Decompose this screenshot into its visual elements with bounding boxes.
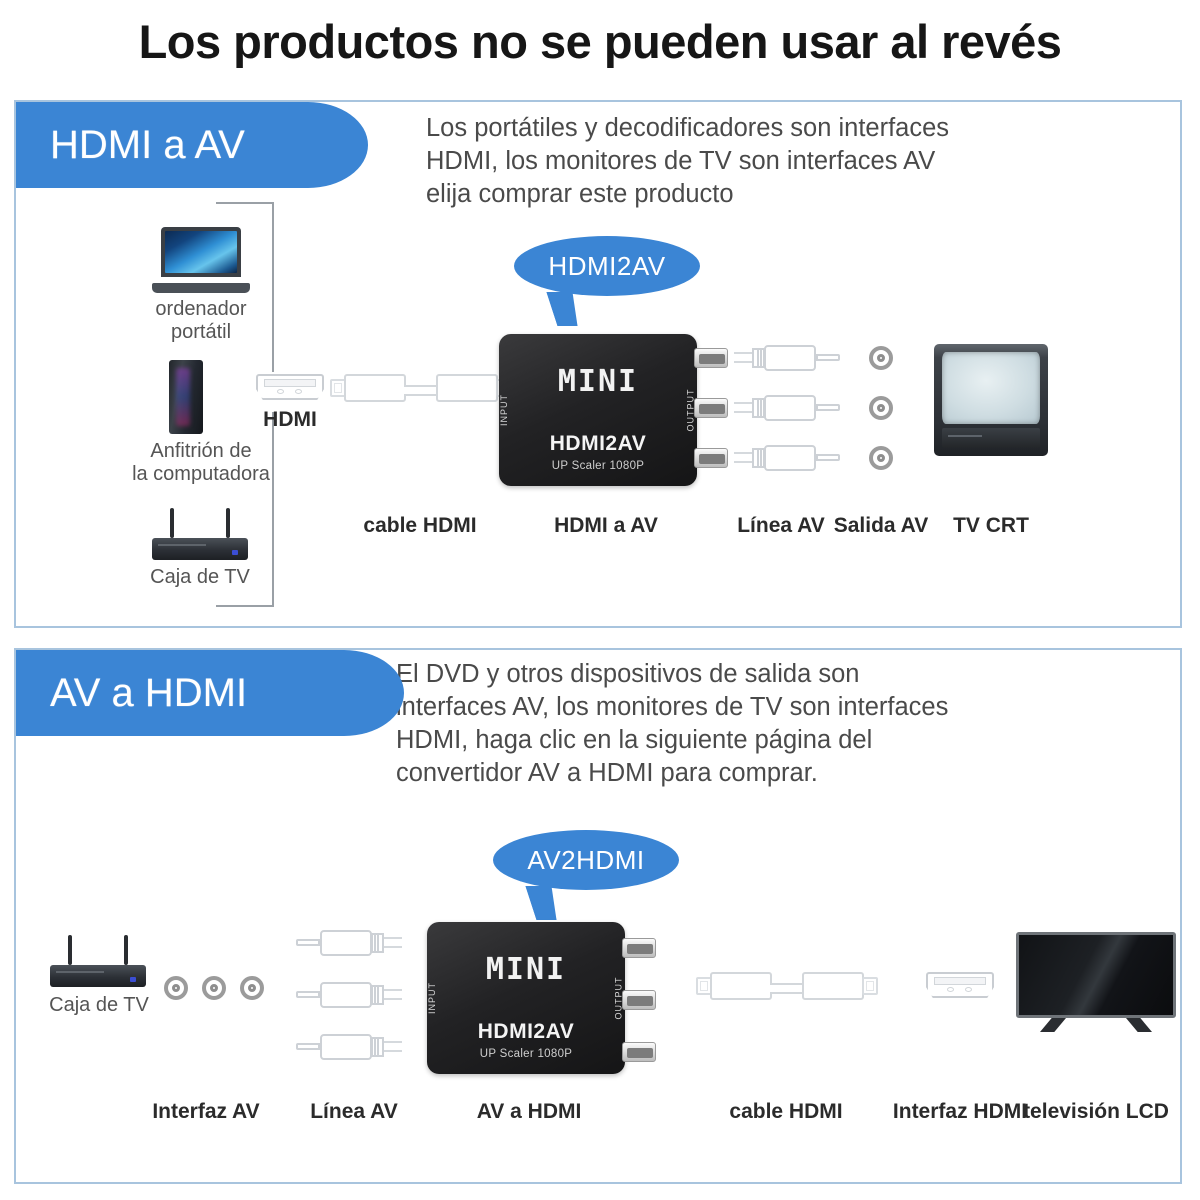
panel-av-to-hdmi: AV a HDMI El DVD y otros dispositivos de…: [14, 648, 1182, 1184]
converter-model-1: HDMI2AV: [549, 432, 647, 455]
page-title: Los productos no se pueden usar al revés: [138, 15, 1062, 68]
tv-box-icon: [50, 935, 146, 987]
lcd-tv-icon: [1016, 932, 1176, 1032]
caption-cable-hdmi-2: cable HDMI: [729, 1100, 843, 1123]
converter-output-stub: [622, 990, 656, 1010]
av-jack-icon: [869, 346, 893, 370]
converter-output-stub: [694, 448, 728, 468]
caption-interfaz-hdmi: Interfaz HDMI: [892, 1100, 1028, 1123]
panel2-tab-label: AV a HDMI: [50, 670, 248, 715]
converter-output-stub: [622, 938, 656, 958]
caption-linea-av-1: Línea AV: [737, 514, 825, 537]
bracket-bottom-horizontal: [216, 605, 274, 607]
panel-hdmi-to-av: HDMI a AV Los portátiles y decodificador…: [14, 100, 1182, 628]
converter-model-2: HDMI2AV: [477, 1020, 575, 1043]
caption-linea-av-2: Línea AV: [310, 1100, 398, 1123]
av-jack-icon: [869, 396, 893, 420]
panel1-description: Los portátiles y decodificadores son int…: [426, 114, 950, 208]
rca-connector-icon: [734, 343, 842, 373]
caption-television-lcd: televisión LCD: [1023, 1100, 1169, 1123]
av-jack-icon: [164, 976, 188, 1000]
tv-box-label-2: Caja de TV: [49, 994, 149, 1016]
converter-hdmi-to-av: MINI HDMI2AV UP Scaler 1080P INPUT OUTPU…: [499, 334, 697, 486]
bubble-hdmi2av-label: HDMI2AV: [548, 250, 666, 281]
bracket-upper-vertical: [272, 202, 274, 372]
converter-sub-1: UP Scaler 1080P: [551, 460, 645, 472]
hdmi-port-label: HDMI: [263, 408, 317, 431]
converter-input-label-1: INPUT: [499, 394, 509, 426]
converter-output-stub: [694, 348, 728, 368]
caption-cable-hdmi-1: cable HDMI: [363, 514, 477, 537]
caption-tv-crt: TV CRT: [953, 514, 1029, 537]
rca-connector-icon: [734, 393, 842, 423]
bracket-top-horizontal: [216, 202, 274, 204]
bubble-av2hdmi-label: AV2HDMI: [527, 844, 645, 875]
tv-box-label: Caja de TV: [150, 566, 250, 588]
converter-input-label-2: INPUT: [427, 982, 437, 1014]
rca-connector-icon: [294, 928, 402, 958]
converter-output-stub: [694, 398, 728, 418]
caption-av-a-hdmi: AV a HDMI: [476, 1100, 582, 1123]
bubble-av2hdmi: AV2HDMI: [493, 830, 679, 890]
panel2-tab: AV a HDMI: [16, 650, 404, 736]
hdmi-port-icon: [256, 374, 324, 400]
tv-box-icon: [152, 508, 248, 560]
laptop-label: ordenador portátil: [155, 298, 247, 343]
converter-brand-2: MINI: [485, 952, 567, 987]
converter-sub-2: UP Scaler 1080P: [479, 1048, 573, 1060]
converter-av-to-hdmi: MINI HDMI2AV UP Scaler 1080P INPUT OUTPU…: [427, 922, 625, 1074]
bracket-lower-vertical: [272, 412, 274, 607]
caption-hdmi-a-av: HDMI a AV: [554, 514, 658, 537]
hdmi-port-icon: [926, 972, 994, 998]
rca-connector-icon: [734, 443, 842, 473]
av-jack-icon: [869, 446, 893, 470]
panel1-tab: HDMI a AV: [16, 102, 368, 188]
av-jack-icon: [240, 976, 264, 1000]
hdmi-cable-icon: [330, 370, 512, 406]
caption-salida-av: Salida AV: [833, 514, 929, 537]
panel1-tab-label: HDMI a AV: [50, 122, 245, 167]
pc-tower-label: Anfitrión de la computadora: [132, 440, 270, 485]
rca-connector-icon: [294, 980, 402, 1010]
laptop-icon: [152, 227, 250, 293]
panel2-description: El DVD y otros dispositivos de salida so…: [396, 660, 949, 787]
rca-connector-icon: [294, 1032, 402, 1062]
crt-tv-icon: [934, 344, 1048, 456]
pc-tower-icon: [169, 360, 203, 434]
converter-brand-1: MINI: [557, 364, 639, 399]
av-jack-icon: [202, 976, 226, 1000]
caption-interfaz-av: Interfaz AV: [152, 1100, 260, 1123]
hdmi-cable-icon: [696, 968, 878, 1004]
converter-output-stub: [622, 1042, 656, 1062]
bubble-hdmi2av: HDMI2AV: [514, 236, 700, 296]
